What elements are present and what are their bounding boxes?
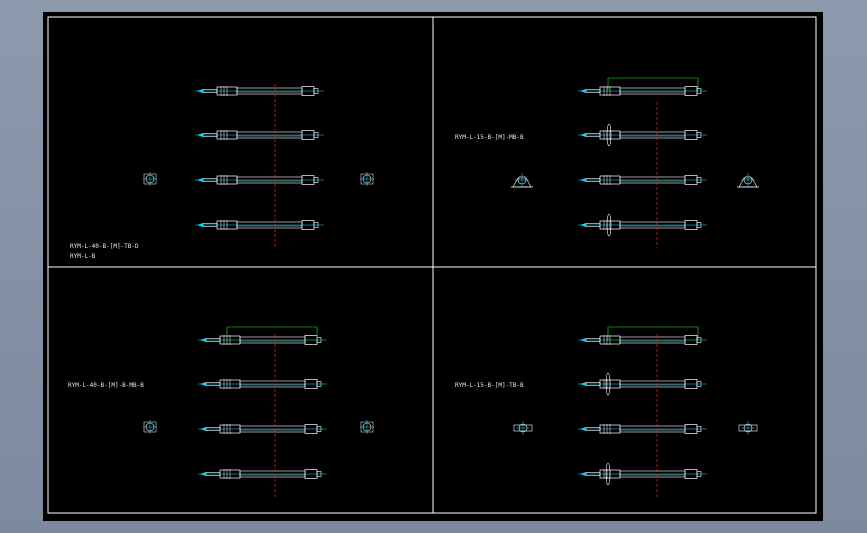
actuator-view [578,424,707,434]
end-view [360,420,374,434]
rod-tip [197,89,203,93]
end-plug [316,471,322,477]
end-plug [316,381,322,387]
end-view [737,173,759,188]
actuator-view [578,86,707,96]
model-label: RYM-L-40-B-[M]-TB-D [70,243,139,250]
end-plug [696,222,702,228]
view-bottom-right[interactable] [513,326,758,498]
rod-tip [580,133,586,137]
cad-drawing[interactable]: RYM-L-40-B-[M]-TB-D RYM-L-B RYM-L-15-B-[… [43,12,823,521]
actuator-view [195,86,324,96]
lug [513,424,533,432]
view-top-right[interactable] [511,77,759,248]
end-plug [313,88,319,94]
rod-tip [197,223,203,227]
rod-tip [580,223,586,227]
end-plug [313,132,319,138]
actuator-view [578,335,707,345]
end-square [143,173,157,185]
end-plug [696,337,702,343]
end-view [513,421,533,435]
rod-tip [580,382,586,386]
rod-tip [580,472,586,476]
end-plug [316,426,322,432]
rod-tip [200,472,206,476]
actuator-view [578,379,707,389]
end-plug [696,88,702,94]
end-square [360,173,374,185]
actuator-view [195,175,324,185]
rod-tip [580,338,586,342]
actuator-view [578,175,707,185]
end-plug [696,381,702,387]
view-bottom-left[interactable] [143,326,374,498]
actuator-view [578,220,707,230]
end-square [143,421,157,433]
rod-tip [197,178,203,182]
rod-tip [580,89,586,93]
model-label: RYM-L-B [70,253,96,260]
rod-tip [200,382,206,386]
pivot-flange [606,213,612,237]
pivot-flange [606,123,612,147]
end-plug [313,177,319,183]
end-plug [696,177,702,183]
actuator-view [198,469,327,479]
end-plug [696,471,702,477]
end-view [143,172,157,186]
rod-tip [580,427,586,431]
end-plug [313,222,319,228]
lug [738,424,758,432]
end-square [360,421,374,433]
model-label: RYM-L-15-B-[M]-TB-B [455,382,524,389]
sheet-border [47,16,817,514]
model-label: RYM-L-15-B-[M]-MB-B [455,134,524,141]
model-label: RYM-L-40-B-[M]-B-MB-B [68,382,144,389]
end-view [360,172,374,186]
rod-tip [197,133,203,137]
rod-tip [580,178,586,182]
actuator-view [198,379,327,389]
actuator-view [195,220,324,230]
end-view [738,421,758,435]
actuator-view [198,424,327,434]
end-view [143,420,157,434]
cad-viewport[interactable]: RYM-L-40-B-[M]-TB-D RYM-L-B RYM-L-15-B-[… [43,12,823,521]
actuator-view [578,130,707,140]
actuator-view [578,469,707,479]
end-plug [696,426,702,432]
pivot-flange [605,462,611,486]
actuator-view [198,335,327,345]
rod-tip [200,427,206,431]
end-plug [696,132,702,138]
view-top-left[interactable] [143,84,374,248]
rod-tip [200,338,206,342]
pivot-flange [605,372,611,396]
end-view [511,173,533,188]
actuator-view [195,130,324,140]
